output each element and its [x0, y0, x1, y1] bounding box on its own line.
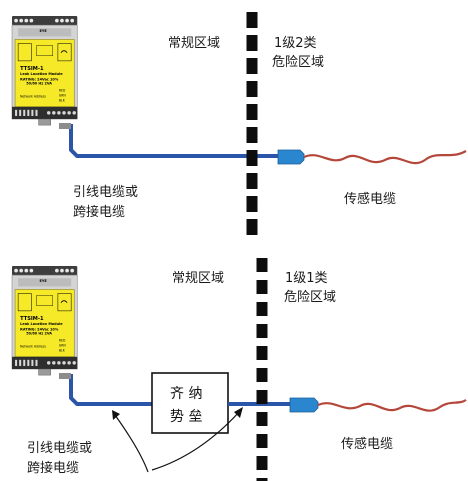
normal-zone-label: 常规区域	[168, 36, 220, 51]
zener-barrier-box	[151, 372, 229, 434]
module-brand: EYE	[40, 279, 48, 283]
control-module: EYE TTSIM-1 Leak Location Module RATING:…	[11, 265, 78, 376]
control-module: EYE TTSIM-1 Leak Location Module RATING:…	[11, 15, 78, 126]
module-terminal-label: BLK	[59, 349, 66, 353]
lead-cable	[69, 374, 152, 406]
pointer-lines	[114, 410, 241, 473]
module-port	[59, 373, 71, 379]
hazard-zone-label-line1: 1级2类	[274, 36, 317, 51]
lead-cable-label-line2: 跨接电缆	[27, 460, 79, 476]
zener-barrier-label-line1: 齐 纳	[170, 386, 202, 402]
sensing-cable	[317, 399, 467, 412]
cable-connector	[277, 149, 305, 165]
module-subtitle: Leak Location Module	[20, 72, 63, 76]
hazard-zone-label-line2: 危险区域	[284, 290, 336, 305]
module-brand: EYE	[40, 29, 48, 33]
hazard-zone-label-line2: 危险区域	[272, 55, 324, 70]
module-terminal-label: RED	[59, 88, 66, 92]
lead-cable-label-line2: 跨接电缆	[73, 204, 125, 220]
normal-zone-label: 常规区域	[172, 271, 224, 286]
module-network-address: Network Address	[20, 95, 46, 99]
module-rating-1: RATING: 24Vac 10%	[20, 327, 59, 331]
hazard-zone-label-line1: 1级1类	[285, 271, 328, 286]
module-terminal-label: BLK	[59, 99, 66, 103]
module-subtitle: Leak Location Module	[20, 322, 63, 326]
module-rating-2: 50/60 Hz 2VA	[26, 331, 52, 335]
lead-cable-label-line1: 引线电缆或	[73, 184, 138, 200]
module-model: TTSIM-1	[20, 316, 44, 322]
sensing-cable-label: 传感电缆	[341, 436, 393, 452]
top-section: EYE TTSIM-1 Leak Location Module RATING:…	[11, 12, 467, 238]
bottom-section: EYE TTSIM-1 Leak Location Module RATING:…	[11, 258, 467, 481]
lead-cable-label-line1: 引线电缆或	[27, 440, 92, 456]
arrowhead	[112, 410, 120, 420]
cable-connector	[289, 397, 319, 413]
zener-barrier-label-line2: 势 垒	[170, 409, 202, 425]
module-terminal-label: GRN	[59, 94, 66, 98]
module-network-address: Network Address	[20, 345, 46, 349]
lead-cable	[69, 124, 280, 158]
module-rating-2: 50/60 Hz 2VA	[26, 81, 52, 85]
module-port	[59, 123, 71, 129]
module-model: TTSIM-1	[20, 66, 44, 72]
module-rating-1: RATING: 24Vac 10%	[20, 77, 59, 81]
arrowhead	[234, 407, 243, 418]
sensing-cable	[303, 150, 467, 165]
module-terminal-label: GRN	[59, 344, 66, 348]
sensing-cable-label: 传感电缆	[344, 191, 396, 207]
module-terminal-label: RED	[59, 338, 66, 342]
